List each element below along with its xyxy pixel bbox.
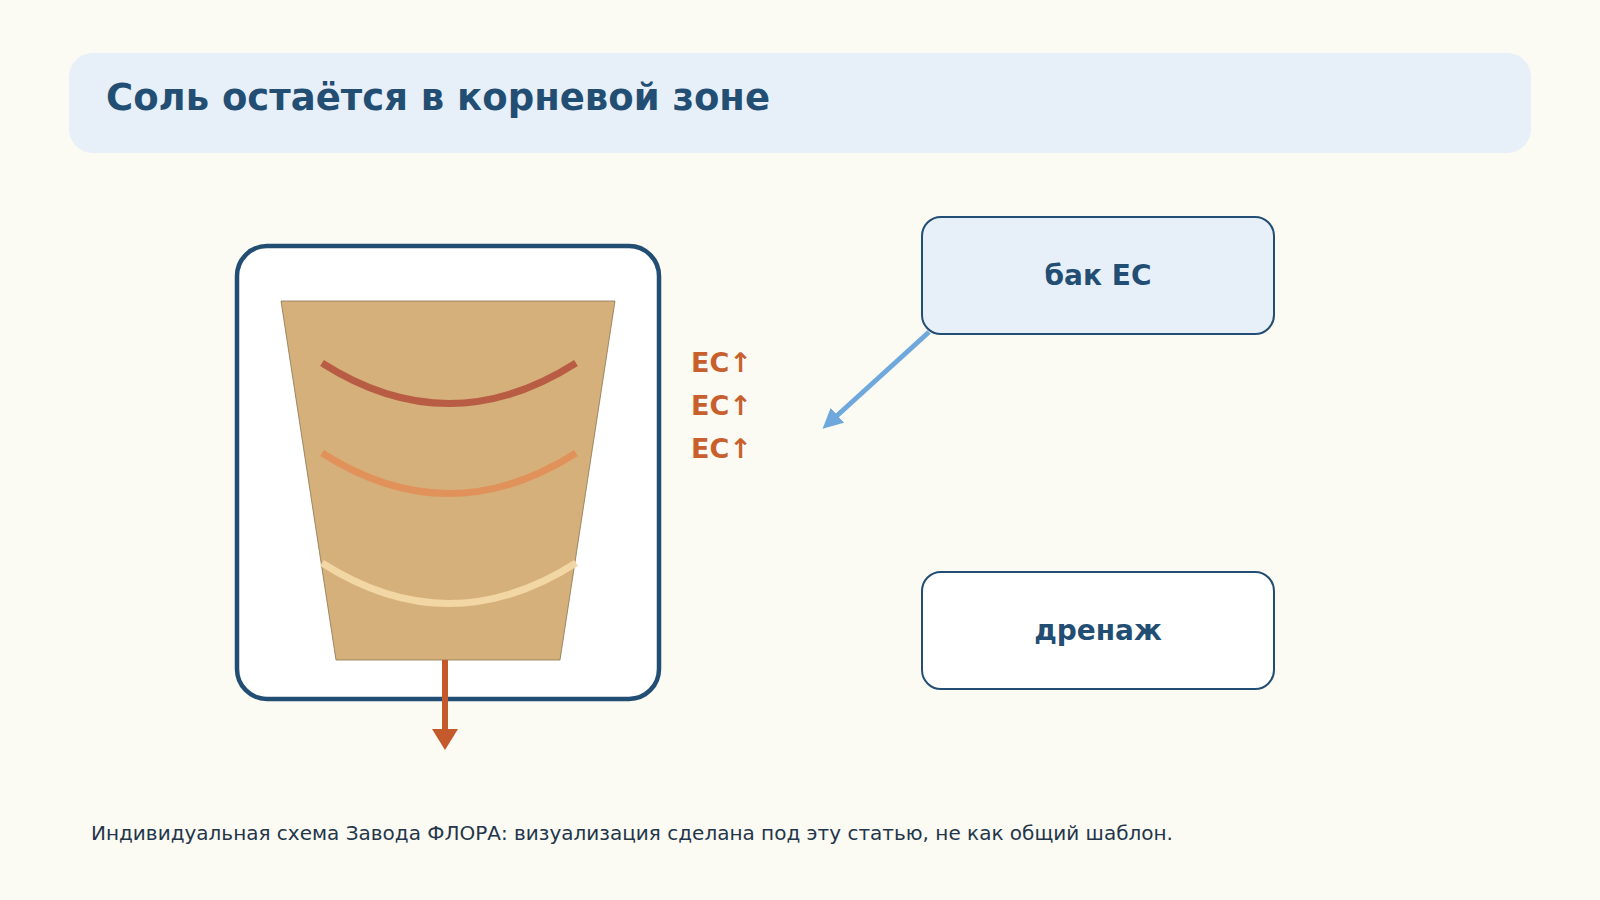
node-label: бак EC — [1045, 259, 1152, 292]
title-text: Соль остаётся в корневой зоне — [106, 76, 770, 119]
ec-label: EC↑ — [691, 433, 752, 464]
caption-text: Индивидуальная схема Завода ФЛОРА: визуа… — [91, 821, 1173, 845]
drain-arrow — [442, 660, 448, 733]
node-label: дренаж — [1034, 614, 1162, 647]
drain-arrow-head — [432, 729, 458, 750]
salt-layer — [322, 563, 576, 604]
feed-arrow — [830, 332, 929, 422]
salt-layer — [322, 363, 576, 404]
salt-layer — [322, 453, 576, 494]
pot-frame — [237, 246, 659, 699]
soil-body — [281, 301, 615, 660]
ec-label: EC↑ — [691, 347, 752, 378]
process-box: бак EC — [921, 216, 1275, 335]
process-box: дренаж — [921, 571, 1275, 690]
ec-label: EC↑ — [691, 390, 752, 421]
